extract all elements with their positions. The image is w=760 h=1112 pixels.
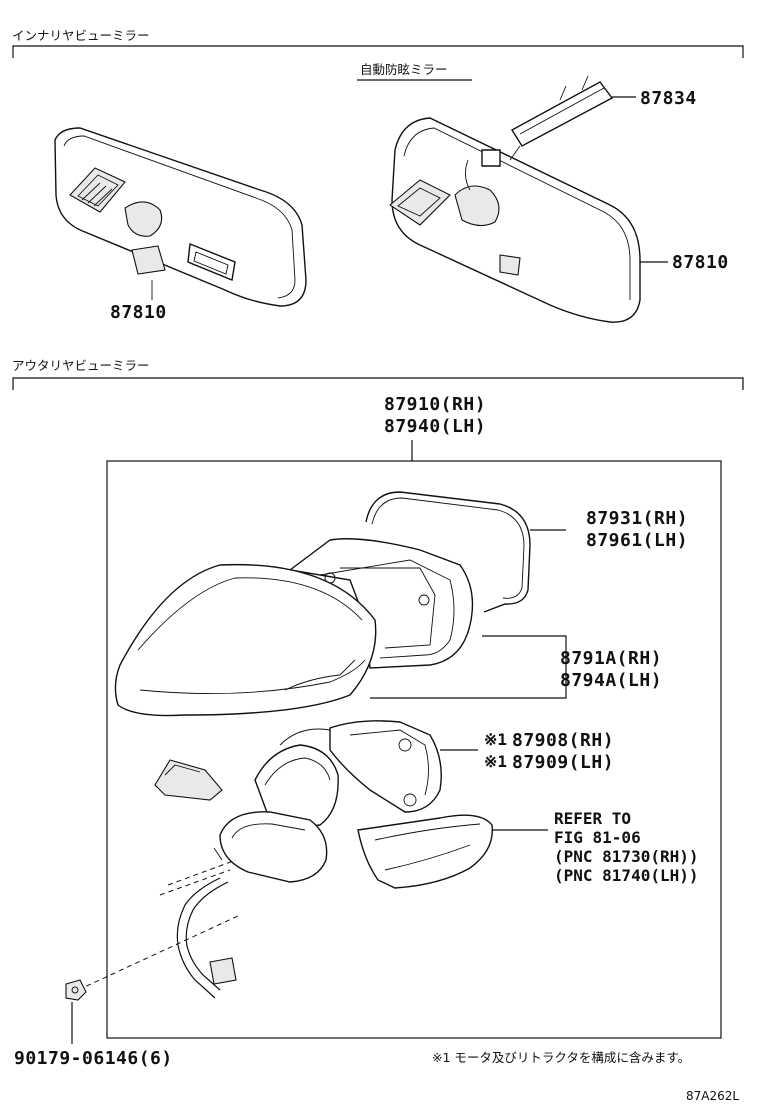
mirror-housing xyxy=(114,563,377,717)
part-8794A: 8794A(LH) xyxy=(560,670,662,691)
refer-line-4: (PNC 81740(LH)) xyxy=(554,866,699,885)
figure-id: 87A262L xyxy=(686,1089,739,1103)
part-87940: 87940(LH) xyxy=(384,416,486,437)
part-87908: 87908(RH) xyxy=(512,730,614,751)
mirror-base xyxy=(213,811,328,883)
note-mark-87909: ※1 xyxy=(484,752,507,771)
bracket-87834 xyxy=(509,75,614,161)
part-87910: 87910(RH) xyxy=(384,394,486,415)
section-title-outer: アウタリヤビューミラー xyxy=(12,358,150,373)
refer-line-3: (PNC 81730(RH)) xyxy=(554,847,699,866)
leader-8791A xyxy=(370,635,567,699)
note-mark-87908: ※1 xyxy=(484,730,507,749)
turn-signal-lamp xyxy=(357,814,494,889)
section-bracket-inner xyxy=(12,45,744,58)
inner-mirror-right xyxy=(389,117,641,323)
section-title-inner: インナリヤビューミラー xyxy=(12,28,150,43)
refer-line-1: REFER TO xyxy=(554,809,631,828)
refer-line-2: FIG 81-06 xyxy=(554,828,641,847)
part-87834: 87834 xyxy=(640,88,697,109)
footnote: ※1 モータ及びリトラクタを構成に含みます。 xyxy=(432,1050,690,1065)
nut-90179 xyxy=(65,979,87,1001)
small-bracket xyxy=(154,759,223,801)
mirror-frame xyxy=(288,538,474,669)
section-title-auto-dimming: 自動防眩ミラー xyxy=(360,62,448,77)
mirror-motor-retractor xyxy=(254,720,442,827)
assembly-frame xyxy=(106,460,722,1039)
mirror-glass xyxy=(365,491,531,613)
nut-axis-line xyxy=(77,914,241,991)
part-87810-left: 87810 xyxy=(110,302,167,323)
section-bracket-outer xyxy=(12,377,744,390)
wire-harness xyxy=(159,859,237,999)
part-87909: 87909(LH) xyxy=(512,752,614,773)
inner-mirror-left xyxy=(54,127,307,307)
part-8791A: 8791A(RH) xyxy=(560,648,662,669)
part-90179: 90179-06146(6) xyxy=(14,1048,173,1069)
part-87961: 87961(LH) xyxy=(586,530,688,551)
part-87810-right: 87810 xyxy=(672,252,729,273)
part-87931: 87931(RH) xyxy=(586,508,688,529)
